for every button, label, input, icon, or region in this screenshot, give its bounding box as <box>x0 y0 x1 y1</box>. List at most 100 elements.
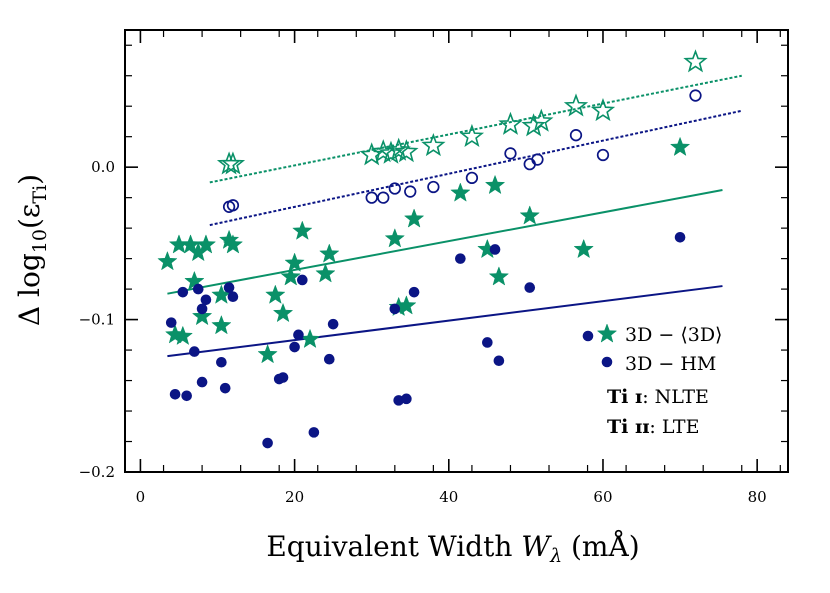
x-axis-label-var: W <box>521 530 552 563</box>
point-star-filled-25 <box>403 208 425 228</box>
point-circle-filled-16 <box>289 341 300 353</box>
point-circle-filled-21 <box>327 318 339 330</box>
point-star-filled-3 <box>172 325 194 346</box>
point-circle-filled-8 <box>196 303 208 315</box>
point-circle-filled-2 <box>177 286 189 298</box>
y-tick-label: −0.1 <box>79 311 115 329</box>
point-star-filled-30 <box>519 205 540 225</box>
x-axis-label-unit: (mÅ) <box>562 530 640 563</box>
point-circle-open-4 <box>388 182 401 195</box>
point-circle-filled-31 <box>674 231 686 243</box>
point-star-filled-20 <box>315 263 336 283</box>
point-circle-filled-30 <box>524 282 536 293</box>
point-star-open-13 <box>590 97 616 122</box>
point-star-filled-18 <box>292 220 313 240</box>
point-star-open-8 <box>459 123 485 148</box>
x-axis-label-main: Equivalent Width <box>266 530 521 563</box>
point-circle-filled-11 <box>223 282 235 293</box>
point-circle-filled-18 <box>297 274 308 286</box>
legend-markers <box>582 323 618 368</box>
x-tick-label: 60 <box>593 488 612 506</box>
point-star-filled-0 <box>157 250 178 271</box>
y-axis-label-sub1: 10 <box>29 229 51 253</box>
fit-line-green-solid <box>167 189 723 295</box>
legend-note-ti2-species: Ti ɪɪ <box>607 416 649 438</box>
point-circle-filled-24 <box>401 393 412 405</box>
point-circle-filled-1 <box>169 388 181 400</box>
legend: 3D − ⟨3D⟩ 3D − HM Ti ɪ: NLTE Ti ɪɪ: LTE <box>582 323 722 438</box>
point-star-filled-12 <box>222 234 244 254</box>
point-circle-filled-6 <box>196 376 208 388</box>
legend-note-ti1-species: Ti ɪ <box>607 386 642 408</box>
point-circle-filled-26 <box>455 253 466 264</box>
point-circle-open-1 <box>226 199 240 212</box>
point-circle-open-13 <box>689 89 702 102</box>
point-circle-open-8 <box>504 147 517 160</box>
fit-line-navy-solid <box>167 285 723 358</box>
point-star-open-1 <box>220 151 246 175</box>
point-circle-filled-9 <box>216 356 227 368</box>
point-star-open-4 <box>378 140 404 164</box>
point-circle-filled-28 <box>489 244 501 255</box>
axes <box>124 29 789 473</box>
legend-marker-circle-small <box>582 330 594 342</box>
x-tick-label: 80 <box>748 488 767 506</box>
legend-marker-star <box>596 323 618 343</box>
point-star-open-11 <box>529 108 554 132</box>
legend-label-3d-mean: 3D − ⟨3D⟩ <box>625 324 722 346</box>
y-axis-label-sub2: Ti <box>29 185 51 204</box>
point-star-filled-22 <box>384 228 406 248</box>
point-star-filled-28 <box>484 174 506 195</box>
point-star-open-5 <box>386 137 411 161</box>
legend-marker-circle <box>601 356 613 368</box>
point-circle-filled-20 <box>323 353 335 365</box>
point-star-filled-15 <box>272 302 294 323</box>
point-circle-filled-13 <box>262 437 273 449</box>
point-star-filled-8 <box>195 234 217 254</box>
point-star-filled-32 <box>669 136 691 157</box>
fit-line-navy-dotted <box>209 109 742 227</box>
point-star-open-7 <box>421 133 446 157</box>
legend-note-ti2: Ti ɪɪ: LTE <box>607 416 699 438</box>
point-circle-filled-0 <box>165 317 177 328</box>
point-star-filled-19 <box>299 328 321 349</box>
y-tick-label: −0.2 <box>79 463 115 481</box>
point-star-filled-29 <box>488 266 510 286</box>
point-star-open-2 <box>359 142 384 166</box>
point-star-filled-21 <box>319 243 340 263</box>
legend-note-ti2-text: : LTE <box>649 416 699 438</box>
point-circle-open-3 <box>377 191 390 204</box>
plot-frame <box>124 29 789 473</box>
point-star-open-10 <box>521 113 546 137</box>
legend-note-ti1-text: : NLTE <box>642 386 709 408</box>
point-star-open-14 <box>683 49 708 73</box>
point-star-open-9 <box>498 111 523 135</box>
point-star-filled-31 <box>573 238 594 259</box>
y-axis-label-main: Δ log <box>13 253 46 326</box>
point-star-filled-17 <box>284 252 305 272</box>
point-circle-filled-10 <box>219 382 231 394</box>
x-tick-label: 0 <box>136 488 146 506</box>
point-star-open-6 <box>394 139 419 163</box>
point-circle-open-7 <box>465 171 479 184</box>
data-points <box>157 49 708 449</box>
point-circle-open-11 <box>569 129 583 142</box>
point-circle-filled-17 <box>293 329 304 341</box>
y-axis-label-paren: (ε <box>13 204 46 229</box>
point-circle-filled-5 <box>192 283 204 295</box>
y-axis-label: Δ log10(εTi) <box>13 174 51 326</box>
point-circle-filled-19 <box>308 427 320 438</box>
point-circle-filled-29 <box>493 355 505 367</box>
point-star-filled-13 <box>257 343 278 364</box>
point-circle-open-12 <box>596 148 610 162</box>
point-star-filled-24 <box>396 295 417 315</box>
x-axis-label-sub: λ <box>549 545 562 567</box>
point-star-filled-26 <box>450 182 471 202</box>
point-circle-filled-27 <box>482 337 493 348</box>
fit-lines <box>167 74 742 358</box>
y-axis-label-close: ) <box>13 174 46 185</box>
legend-note-ti1: Ti ɪ: NLTE <box>607 386 709 408</box>
legend-label-3d-hm: 3D − HM <box>625 353 716 375</box>
point-circle-open-2 <box>365 191 378 204</box>
